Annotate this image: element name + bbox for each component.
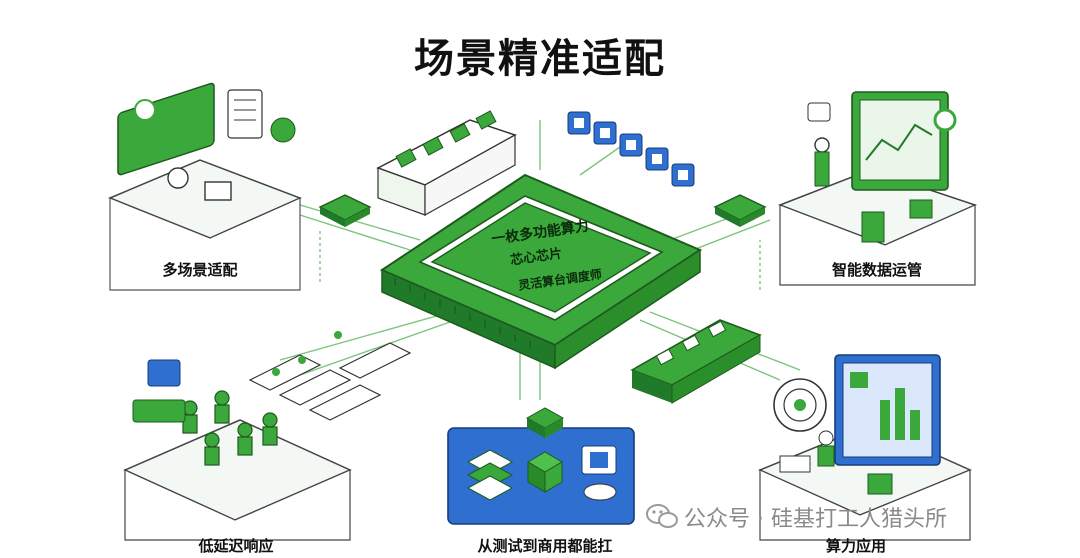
scene-label-multi: 多场景适配 — [162, 261, 238, 279]
server-rack — [376, 110, 517, 217]
scene-test-board — [447, 407, 635, 525]
side-chip-left — [318, 194, 372, 227]
scene-label-test-commercial: 从测试到商用都能扛 — [477, 537, 613, 555]
watermark-text: 公众号 · 硅基打工人猎头所 — [684, 507, 947, 532]
scene-compute-platform — [758, 354, 972, 541]
page-title: 场景精准适配 — [414, 36, 666, 82]
side-chip-right — [713, 194, 767, 227]
watermark: 公众号 · 硅基打工人猎头所 — [684, 500, 947, 534]
scene-multi-platform — [108, 82, 302, 291]
central-chip — [379, 173, 703, 370]
scene-label-data-ops: 智能数据运管 — [831, 261, 923, 279]
scene-latency-platform — [123, 331, 412, 541]
scene-label-latency: 低延迟响应 — [198, 537, 274, 555]
app-icon-tiles — [567, 111, 695, 187]
wechat-icon — [646, 504, 678, 528]
scene-data-platform — [777, 91, 978, 286]
chip-stack-right — [630, 319, 762, 404]
scene-label-compute: 算力应用 — [825, 537, 887, 555]
